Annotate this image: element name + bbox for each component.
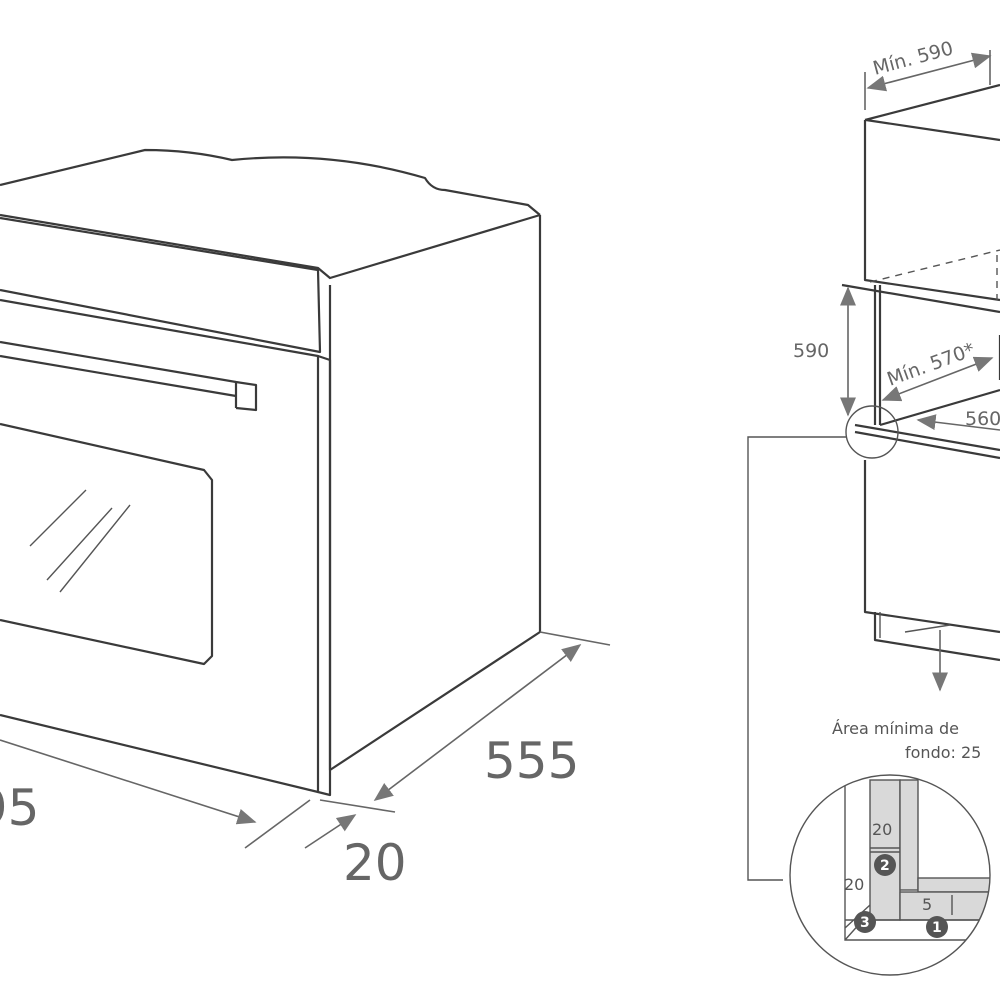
detail-bottom-gap-label: 5	[922, 895, 932, 914]
cabinet-inner-depth-label: Mín. 570*	[884, 339, 978, 391]
marker-1-badge	[926, 916, 948, 938]
detail-vertical-gap-label: 20	[872, 820, 892, 839]
detail-leader-line	[747, 436, 846, 881]
hidden-edge-dashed	[869, 249, 1000, 300]
oven-top-front-edge	[0, 213, 541, 280]
upper-cabinet	[863, 83, 1000, 302]
top-width-dimension-line	[866, 52, 992, 92]
window-reflection	[29, 489, 131, 593]
oven-depth-label: 555	[484, 732, 579, 790]
marker-3-label: 3	[860, 915, 870, 931]
cabinet-top-width-label: Mín. 590	[871, 37, 956, 79]
cabinet-niche	[873, 285, 1000, 425]
marker-3-badge	[854, 911, 876, 933]
depth-dimension-line	[373, 644, 582, 801]
marker-3: 3	[854, 911, 876, 933]
oven-front-label: 20	[343, 834, 407, 892]
front-extension-line	[319, 799, 396, 813]
oven-door	[0, 298, 320, 794]
oven-door-edge	[317, 354, 332, 797]
niche-top-edge	[841, 283, 1000, 314]
detail-view: 20 20 5 1 2 3	[789, 774, 991, 976]
oven-top-outline	[0, 148, 541, 216]
marker-1: 1	[926, 916, 948, 938]
detail-callout-circle	[845, 405, 899, 459]
door-handle	[0, 340, 258, 412]
inner-width-dimension-line	[916, 414, 1000, 431]
oven-frame-vertical	[899, 779, 919, 891]
side-panel	[869, 779, 901, 921]
marker-2-badge	[874, 854, 896, 876]
depth-extension-line	[539, 631, 611, 646]
marker-2: 2	[874, 854, 896, 876]
oven-width-label: 595	[0, 779, 39, 837]
inner-depth-dimension-line	[881, 356, 994, 402]
detail-corner-gap-label: 20	[844, 875, 864, 894]
lower-cabinet	[863, 460, 1000, 662]
marker-2-label: 2	[880, 858, 890, 874]
width-extension-line	[244, 799, 311, 849]
ventilation-opening	[879, 612, 951, 638]
vent-note-line2: fondo: 25	[905, 743, 981, 762]
bottom-panel	[899, 891, 990, 921]
control-panel	[0, 216, 322, 354]
detail-circle	[789, 774, 991, 976]
front-dimension-line	[304, 814, 357, 849]
cabinet-drawing: Mín. 590 590 Mín. 570* 560 Área mínima d…	[747, 37, 1000, 881]
cabinet-height-label: 590	[793, 340, 829, 362]
detail-contents	[844, 779, 990, 941]
oven-frame-horizontal	[917, 877, 990, 893]
marker-1-label: 1	[932, 920, 942, 936]
width-dimension-line	[0, 739, 257, 825]
oven-dimensions: 595 555 20	[0, 631, 611, 892]
oven-drawing	[0, 148, 542, 797]
oven-window	[0, 422, 214, 666]
cabinet-inner-width-label: 560	[965, 408, 1000, 430]
vent-note-line1: Área mínima de	[832, 719, 959, 738]
oven-right-side	[328, 215, 542, 772]
